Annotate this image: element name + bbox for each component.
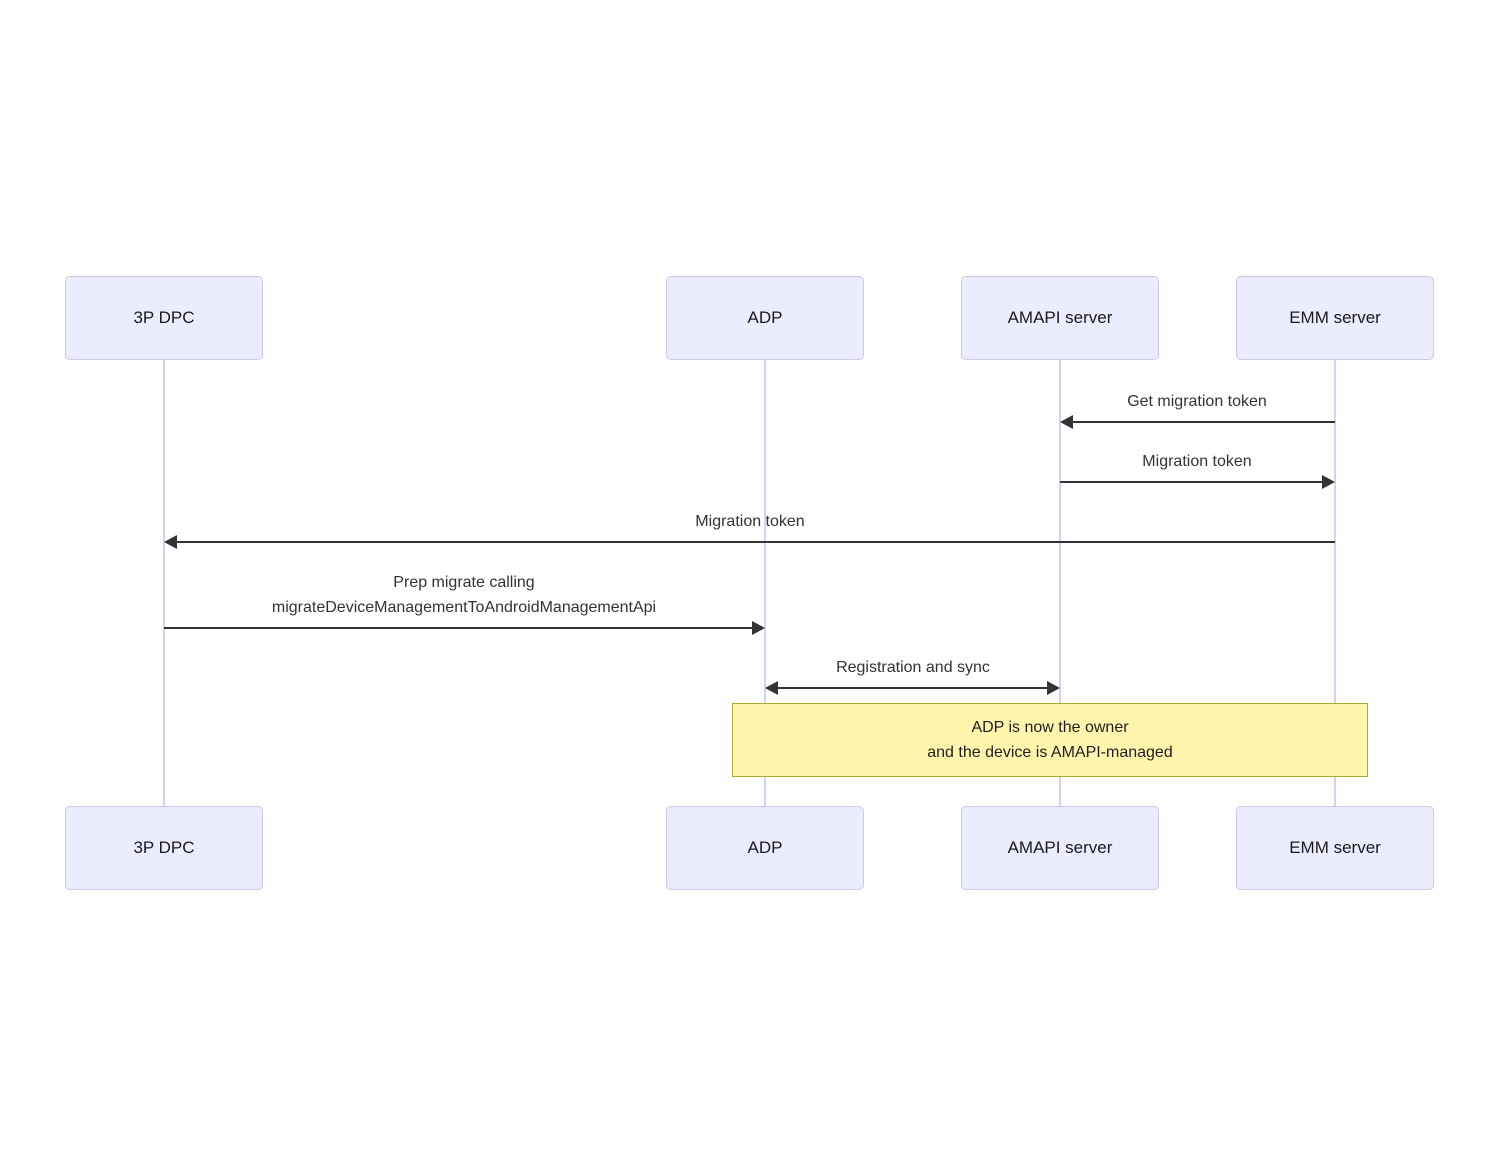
actor-top-3p-dpc: 3P DPC xyxy=(65,276,263,360)
actor-label: 3P DPC xyxy=(133,838,195,857)
actor-bottom-amapi-server: AMAPI server xyxy=(961,806,1159,890)
arrowhead-left-icon xyxy=(1060,415,1073,429)
arrow-line xyxy=(168,541,1335,543)
actor-top-amapi-server: AMAPI server xyxy=(961,276,1159,360)
arrowhead-right-icon xyxy=(752,621,765,635)
arrow-line xyxy=(769,687,1056,689)
actor-label: EMM server xyxy=(1289,308,1381,327)
actor-label: AMAPI server xyxy=(1007,838,1113,857)
actor-label: ADP xyxy=(747,308,783,327)
lifeline-emm-server xyxy=(1334,360,1336,806)
lifeline-amapi-server xyxy=(1059,360,1061,806)
message-label-line2: migrateDeviceManagementToAndroidManageme… xyxy=(271,599,657,616)
actor-label: AMAPI server xyxy=(1007,308,1113,327)
arrowhead-left-icon xyxy=(765,681,778,695)
message-label-registration-and-sync: Registration and sync xyxy=(836,659,990,676)
arrowhead-right-icon xyxy=(1047,681,1060,695)
message-arrow-migration-token-2 xyxy=(164,534,1335,550)
note-adp-owner: ADP is now the owner and the device is A… xyxy=(732,703,1368,777)
message-arrow-registration-and-sync xyxy=(765,680,1060,696)
actor-label: ADP xyxy=(747,838,783,857)
lifeline-3p-dpc xyxy=(163,360,165,806)
actor-bottom-adp: ADP xyxy=(666,806,864,890)
actor-label: EMM server xyxy=(1289,838,1381,857)
actor-label: 3P DPC xyxy=(133,308,195,327)
note-line2: and the device is AMAPI-managed xyxy=(927,744,1173,761)
message-label-migration-token-2: Migration token xyxy=(695,513,805,530)
message-arrow-prep-migrate xyxy=(164,620,765,636)
arrow-line xyxy=(164,627,761,629)
note-line1: ADP is now the owner xyxy=(971,719,1129,736)
arrowhead-right-icon xyxy=(1322,475,1335,489)
message-label-line1: Prep migrate calling xyxy=(393,574,535,591)
actor-bottom-3p-dpc: 3P DPC xyxy=(65,806,263,890)
lifeline-adp xyxy=(764,360,766,806)
message-label-prep-migrate: Prep migrate calling migrateDeviceManage… xyxy=(272,570,656,620)
arrow-line xyxy=(1060,481,1331,483)
message-arrow-migration-token-1 xyxy=(1060,474,1335,490)
actor-bottom-emm-server: EMM server xyxy=(1236,806,1434,890)
arrow-line xyxy=(1064,421,1335,423)
message-label-get-migration-token: Get migration token xyxy=(1127,393,1267,410)
message-arrow-get-migration-token xyxy=(1060,414,1335,430)
actor-top-emm-server: EMM server xyxy=(1236,276,1434,360)
arrowhead-left-icon xyxy=(164,535,177,549)
actor-top-adp: ADP xyxy=(666,276,864,360)
message-label-migration-token-1: Migration token xyxy=(1142,453,1252,470)
